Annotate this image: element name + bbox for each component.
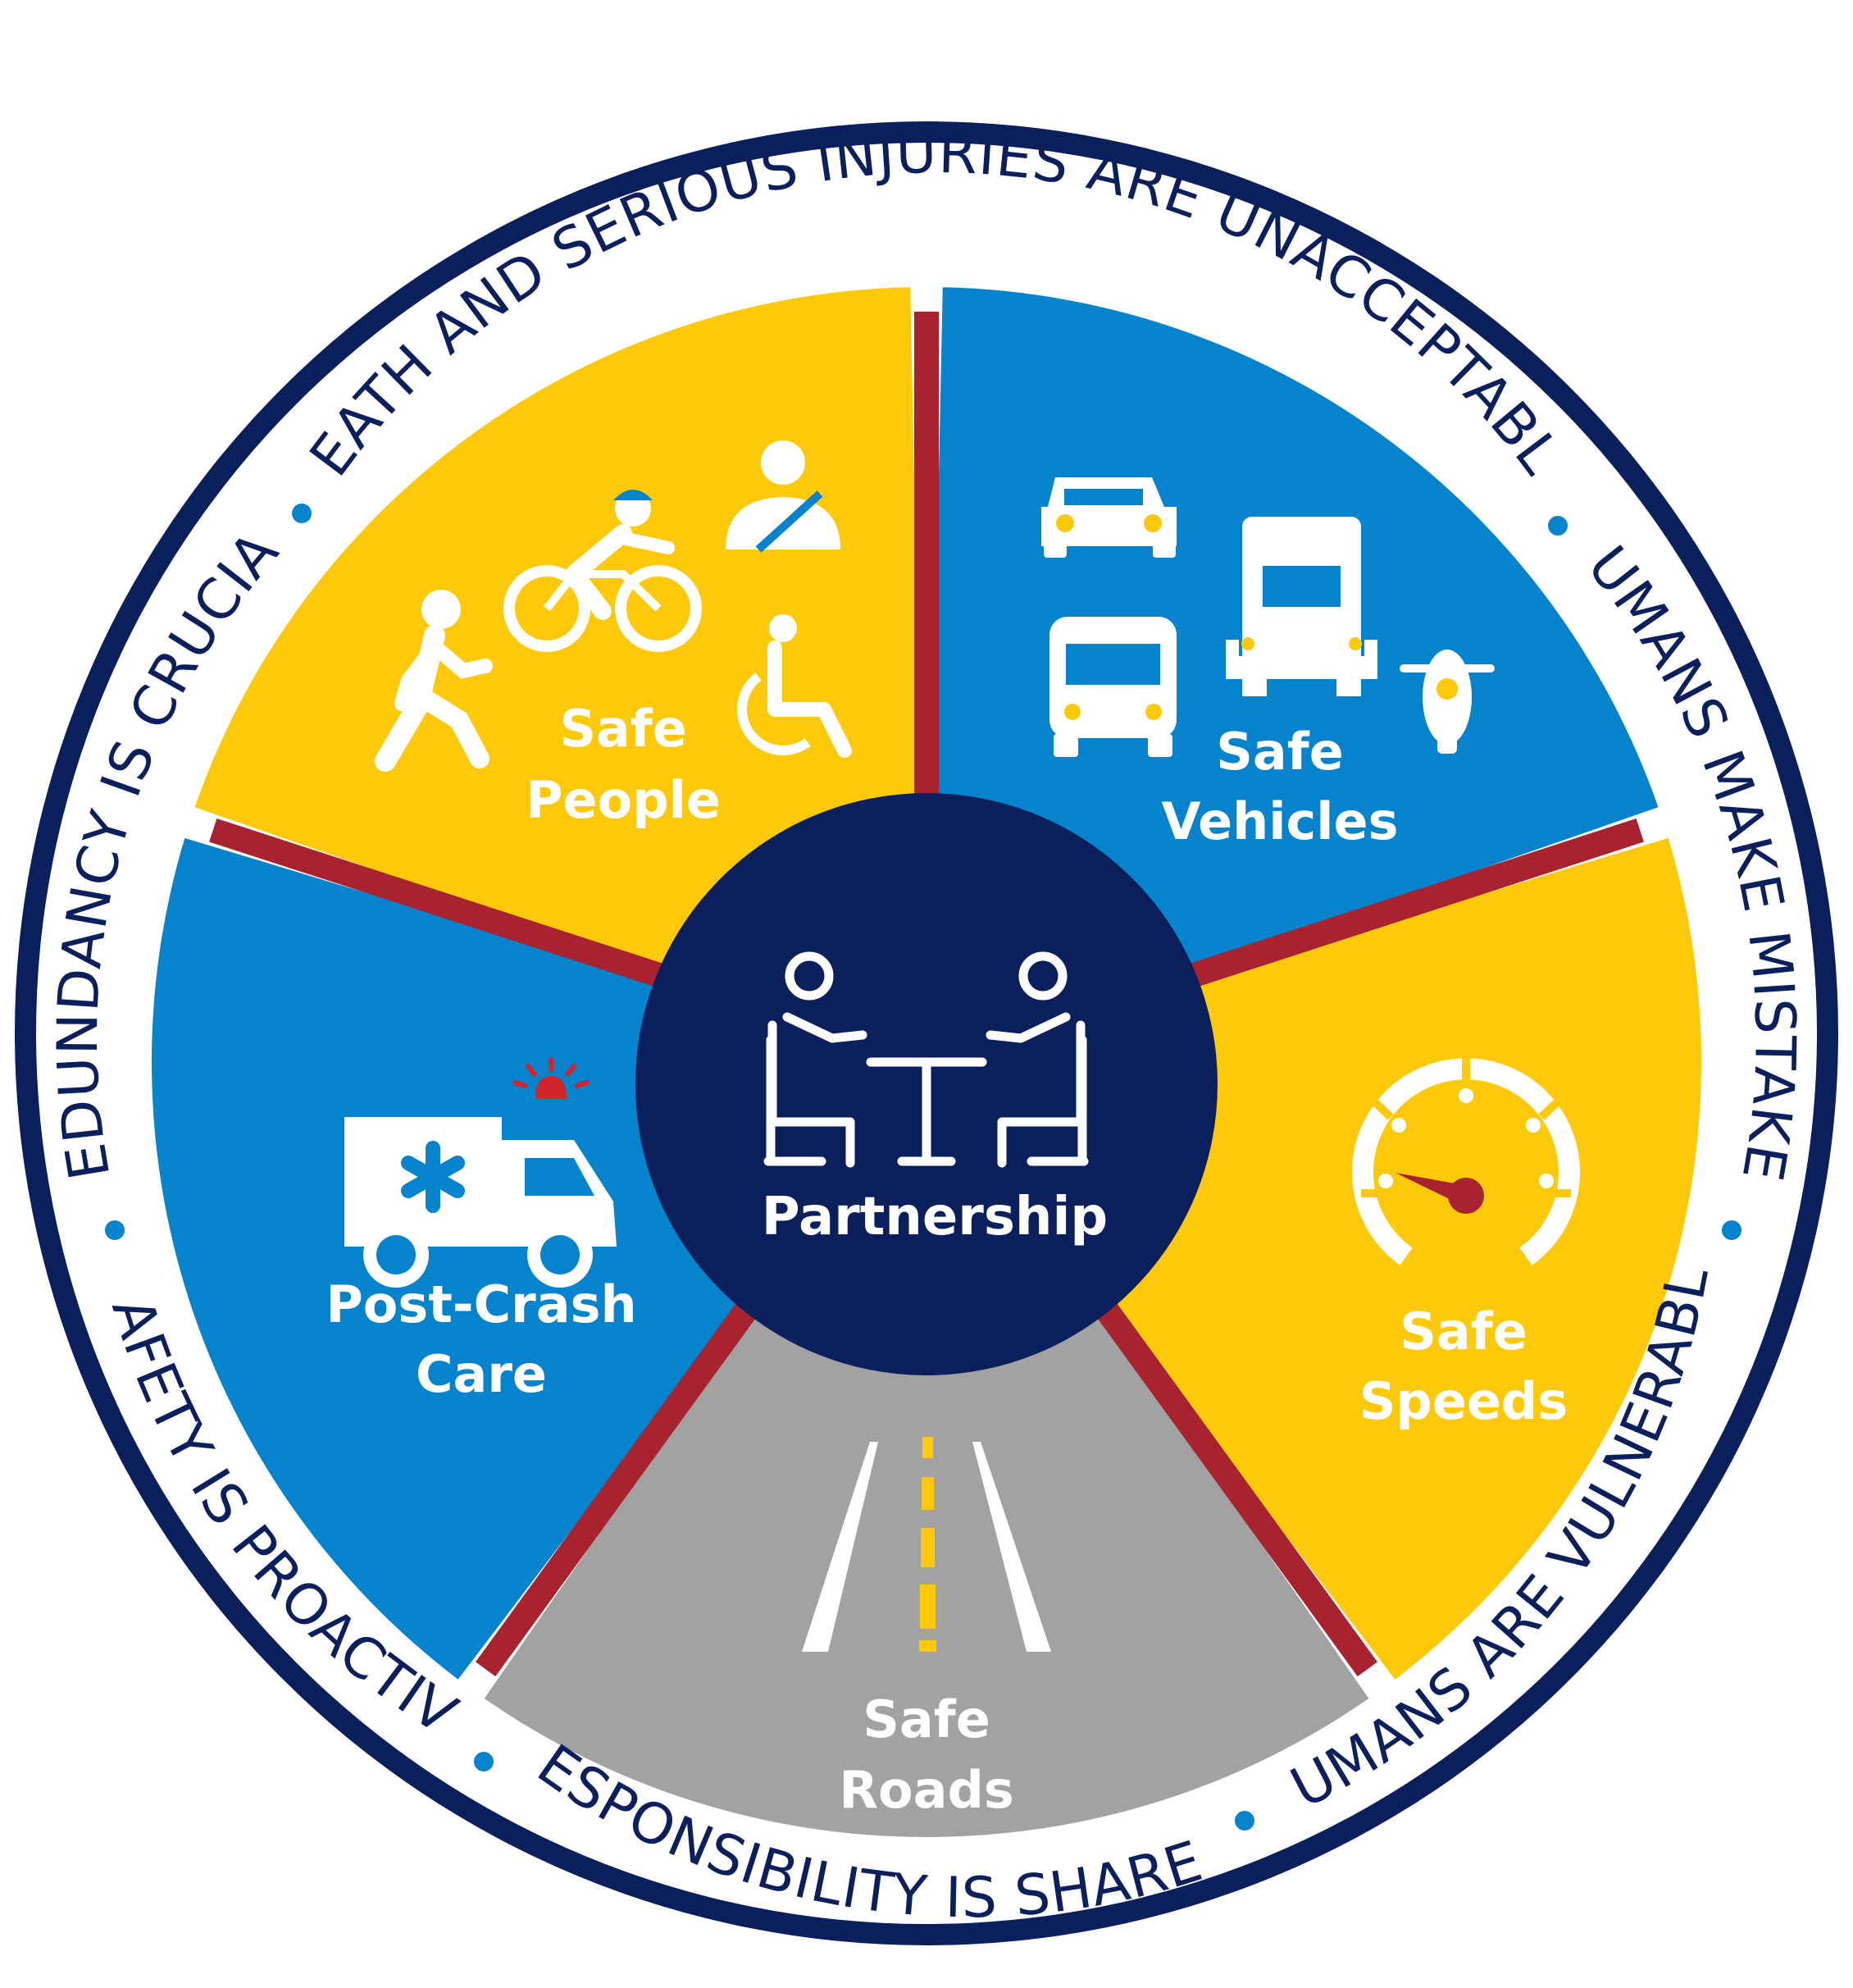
vehicles-icon [1041, 477, 1495, 757]
separator-dot [292, 504, 312, 523]
principle-separator-dots [105, 504, 1741, 1831]
post-crash-label-line1: Post-Crash [326, 1274, 636, 1334]
separator-dot [474, 1752, 494, 1771]
divider-line [476, 1253, 792, 1677]
safe-roads-label-line1: Safe [863, 1689, 990, 1749]
helmet-icon [613, 490, 653, 500]
motorcycle-icon [1400, 650, 1495, 754]
safe-people-label-line1: Safe [559, 699, 687, 759]
separator-dot [1548, 516, 1568, 536]
car-icon [1041, 477, 1177, 558]
partnership-meeting-icon [763, 951, 1089, 1168]
divider-line [1061, 1253, 1377, 1677]
separator-dot [105, 1220, 125, 1240]
safe-speeds-label-line1: Safe [1400, 1302, 1527, 1361]
safe-people-label-line2: People [526, 770, 721, 830]
safe-speeds-label-line2: Speeds [1359, 1371, 1568, 1431]
siren-light-icon [535, 1076, 567, 1099]
cyclist-icon [503, 490, 702, 652]
divider-line [209, 818, 697, 998]
divider-line [1156, 818, 1644, 998]
segment-dividers [209, 312, 1644, 1677]
wheelchair-icon [737, 614, 852, 758]
ambulance-icon [344, 1057, 617, 1288]
seatbelt-icon [726, 440, 840, 553]
truck-icon [1226, 517, 1377, 696]
post-crash-label-line2: Care [416, 1344, 547, 1404]
star-of-life-icon [401, 1141, 465, 1213]
bus-icon [1049, 617, 1177, 757]
people-modes-icon [375, 440, 852, 772]
safe-vehicles-label-line2: Vehicles [1162, 791, 1399, 851]
separator-dot [1722, 1220, 1741, 1240]
safe-roads-label-line2: Roads [839, 1760, 1013, 1820]
speedometer-icon [1352, 1058, 1580, 1265]
road-icon [802, 1437, 1051, 1652]
partnership-label: Partnership [762, 1187, 1108, 1247]
pedestrian-icon [375, 590, 493, 772]
separator-dot [1235, 1811, 1254, 1831]
safe-vehicles-label-line1: Safe [1216, 722, 1344, 782]
